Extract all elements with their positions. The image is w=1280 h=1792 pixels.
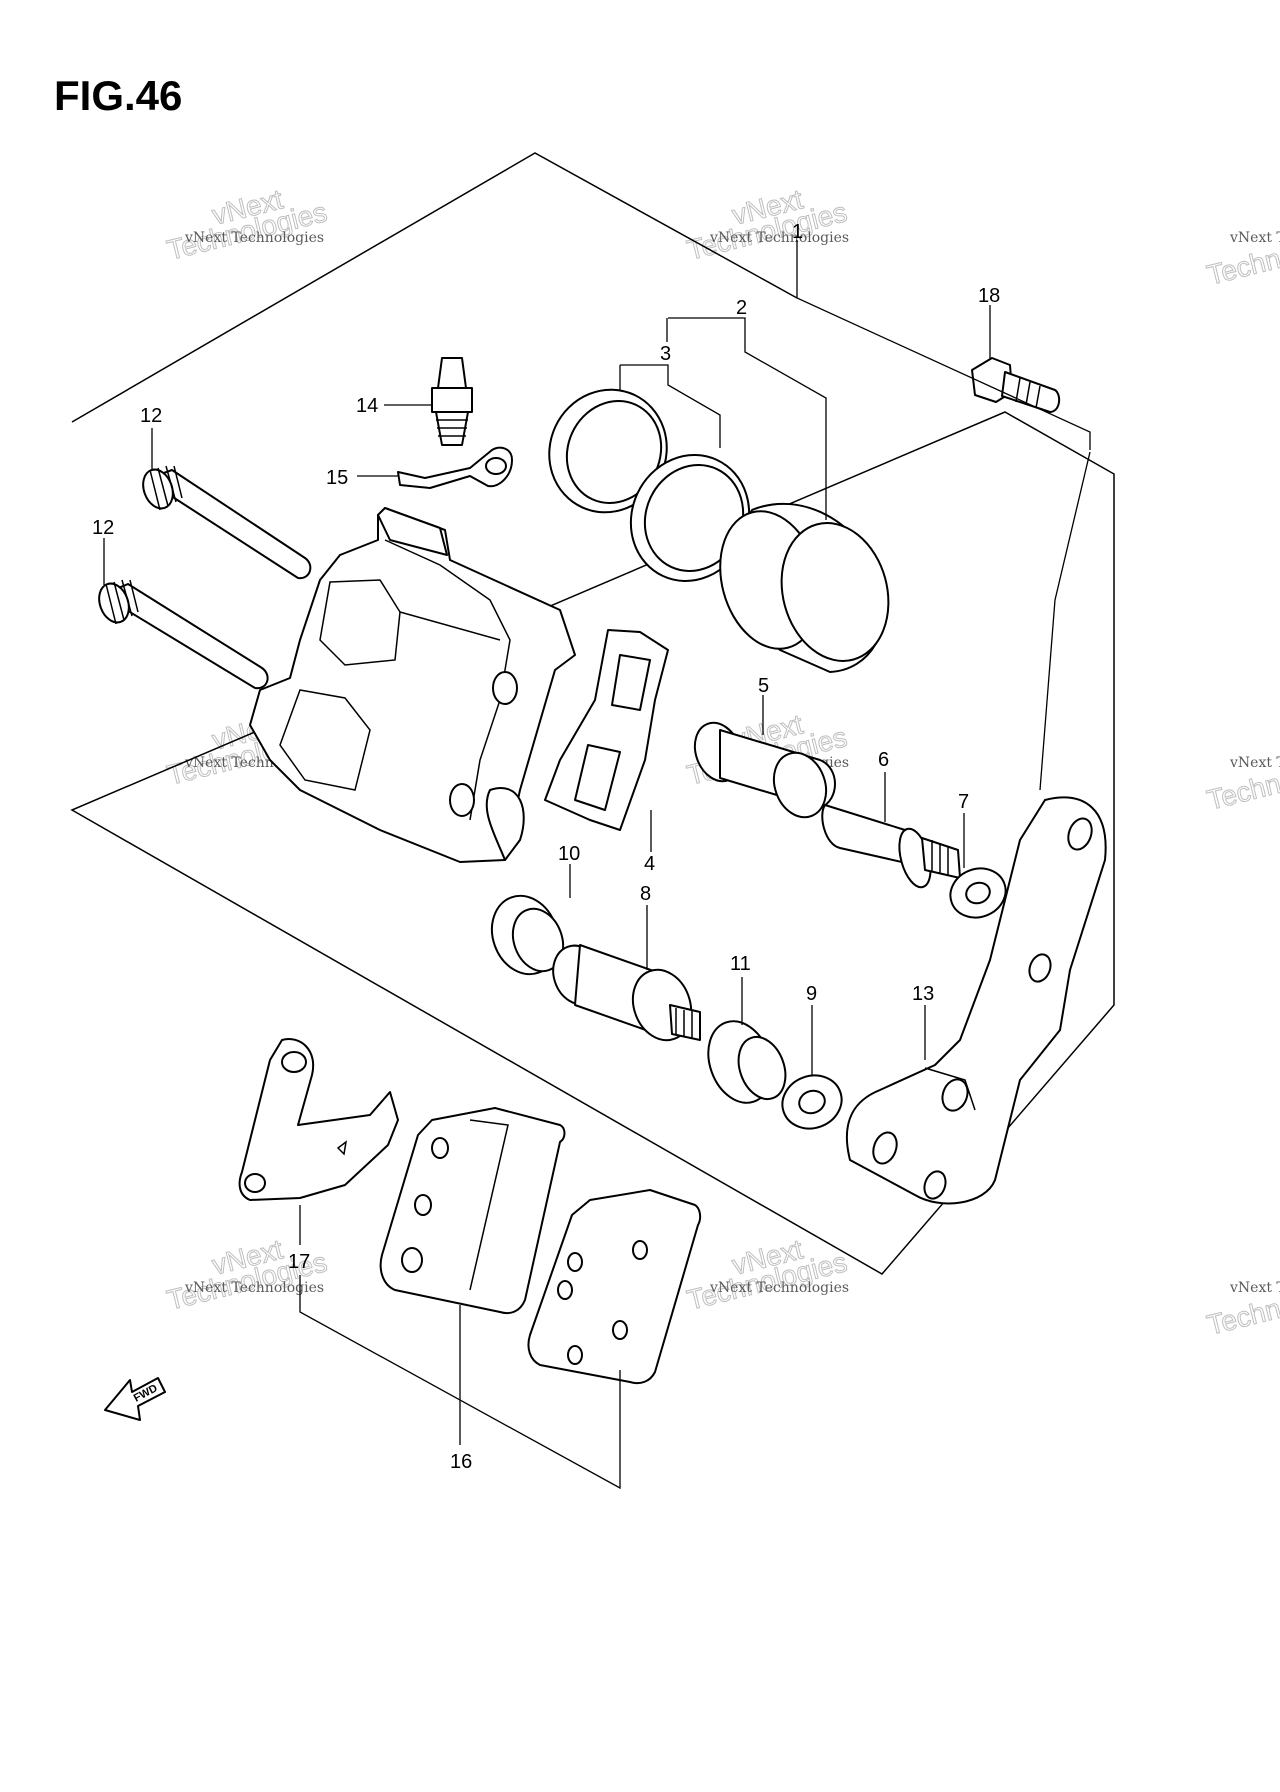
callout-9: 9 (806, 983, 817, 1005)
callout-17: 17 (288, 1251, 310, 1273)
callout-14: 14 (356, 395, 378, 417)
piston-seal-inner (629, 454, 751, 582)
slide-pin-upper (142, 465, 312, 580)
caliper-bracket (845, 796, 1107, 1205)
watermark-tile: Technologies vNext Technologies (1203, 1271, 1280, 1342)
svg-text:vNext Technologies: vNext Technologies (1229, 230, 1280, 246)
svg-text:vNext Technologies: vNext Technologies (184, 230, 324, 246)
callout-5: 5 (758, 675, 769, 697)
svg-text:vNext Technologies: vNext Technologies (709, 230, 849, 246)
callout-15: 15 (326, 467, 348, 489)
slide-pin-lower (98, 579, 269, 690)
svg-text:vNext Technologies: vNext Technologies (709, 1280, 849, 1296)
watermark-tile: Technologies vNext vNext Technologies (163, 183, 330, 266)
callout-6: 6 (878, 749, 889, 771)
caliper-pin (821, 804, 961, 889)
callout-2: 2 (736, 297, 747, 319)
piston-seal-outer (548, 388, 668, 514)
bleeder-clip (397, 446, 513, 489)
bracket-bolt (971, 357, 1061, 413)
pad-shim (238, 1038, 399, 1201)
brake-pad-outer (379, 1107, 566, 1315)
washer-upper (949, 867, 1007, 919)
callout-leaders (103, 240, 1091, 1490)
callout-labels: 1 2 3 4 5 6 7 8 9 10 11 12 12 13 14 15 1… (92, 221, 1000, 1473)
pad-spring (544, 629, 669, 831)
caliper-pin-lower (552, 944, 701, 1042)
callout-12b: 12 (92, 517, 114, 539)
caliper-piston (719, 502, 890, 673)
callout-18: 18 (978, 285, 1000, 307)
pin-boot-lower (707, 1020, 787, 1104)
forward-arrow-icon: FWD (104, 1377, 166, 1421)
callout-4: 4 (644, 853, 655, 875)
watermark-tile: Technologies vNext vNext Technologies (683, 1233, 850, 1316)
watermark-tile: Technologies vNext vNext Technologies (163, 1233, 330, 1316)
pin-boot (693, 721, 836, 819)
washer-lower (781, 1074, 843, 1130)
watermark-tile: Technologies vNext Technologies (1203, 746, 1280, 817)
watermark-tile: Technologies vNext vNext Technologies (683, 183, 850, 266)
callout-11: 11 (730, 953, 751, 975)
callout-12a: 12 (140, 405, 162, 427)
brake-pad-inner (527, 1189, 702, 1385)
callout-1: 1 (792, 221, 803, 243)
figure-title: FIG.46 (54, 72, 183, 119)
caliper-body (249, 507, 576, 863)
callout-8: 8 (640, 883, 651, 905)
callout-13: 13 (912, 983, 934, 1005)
watermark-tile: Technologies vNext Technologies (1203, 221, 1280, 292)
callout-10: 10 (558, 843, 580, 865)
svg-text:vNext Technologies: vNext Technologies (1229, 1280, 1280, 1296)
callout-16: 16 (450, 1451, 472, 1473)
svg-text:vNext Technologies: vNext Technologies (1229, 755, 1280, 771)
svg-text:vNext Technologies: vNext Technologies (184, 1280, 324, 1296)
callout-3: 3 (660, 343, 671, 365)
callout-7: 7 (958, 791, 969, 813)
pin-boot-small (490, 894, 565, 976)
bleeder-valve (431, 357, 473, 446)
